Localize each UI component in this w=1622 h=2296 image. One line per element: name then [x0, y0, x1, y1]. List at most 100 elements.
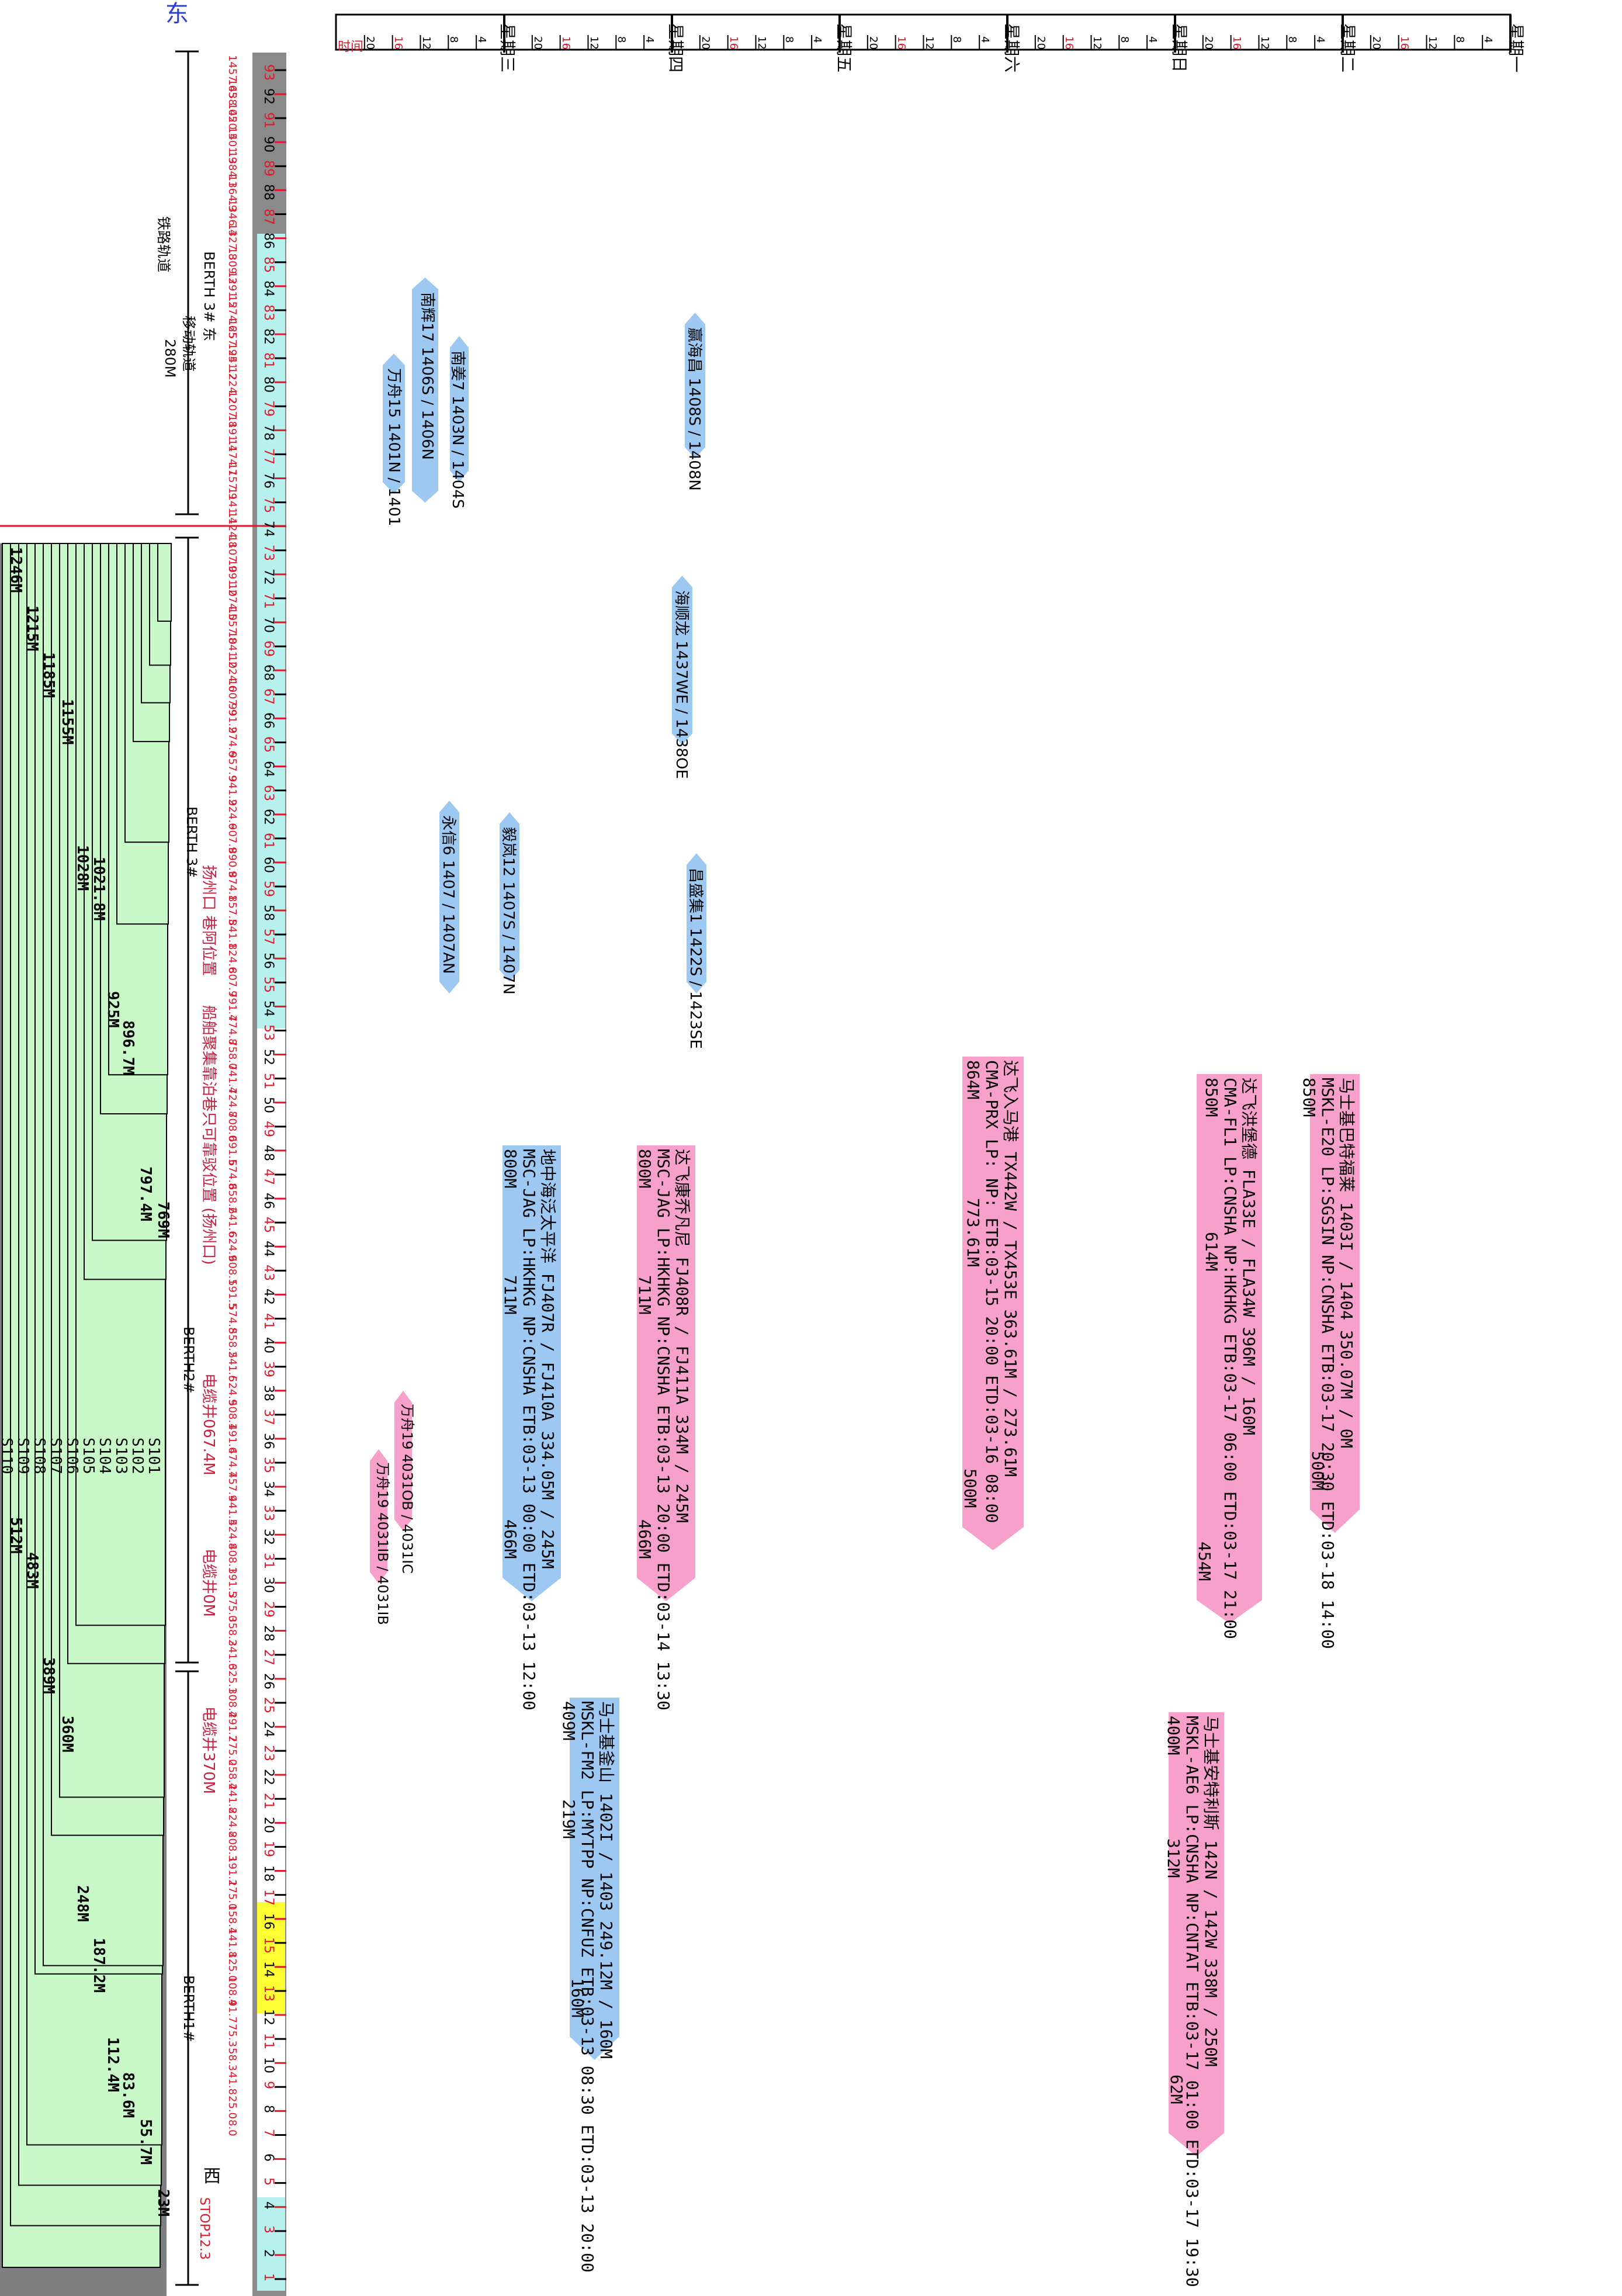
hour-label: 16: [1398, 36, 1410, 50]
berth3-east-label: BERTH 3# 东: [201, 251, 217, 341]
bollard-mark: 5: [261, 2177, 276, 2186]
vessel-pos1: 711M: [635, 1275, 654, 1315]
hour-label: 16: [391, 36, 404, 50]
blue-vessel-tag: [685, 313, 705, 459]
bollard-mark: 45: [261, 1217, 276, 1234]
time-axis-label: 时间: [338, 40, 364, 54]
bollard-mark: 10: [261, 2057, 276, 2074]
bollard-distance: 8.0: [226, 2120, 238, 2137]
track-label: 移动轨道: [181, 316, 197, 372]
bollard-mark: 37: [261, 1408, 276, 1425]
bollard-mark: 16: [261, 1913, 276, 1930]
bollard-distance: 58.3: [226, 2048, 238, 2072]
crane-id-label: S109: [14, 1438, 32, 1474]
bollard-mark: 38: [261, 1384, 276, 1401]
hour-label: 12: [420, 36, 432, 50]
hour-label: 20: [1202, 36, 1215, 50]
day-label-sat: 星期六: [1002, 23, 1021, 73]
vessel-block: [1310, 1074, 1360, 1533]
vessel-pos2: 454M: [1195, 1542, 1214, 1581]
ruler-yellow-highlight: [257, 1902, 285, 2013]
bollard-mark: 53: [261, 1024, 276, 1041]
wharf-note-e: 电缆井370M: [200, 1706, 217, 1795]
blue-vessel-label: 海顺龙 1437WE / 1438OE: [673, 590, 690, 779]
blue-vessel-tag: [450, 336, 469, 482]
vessel-pos1: 773.61M: [964, 1197, 983, 1267]
crane-length-label: 83.6M: [119, 2072, 137, 2118]
bollard-mark: 33: [261, 1505, 276, 1522]
bollard-mark: 32: [261, 1529, 276, 1546]
hour-label: 16: [727, 36, 740, 50]
day-label-wed: 星期三: [498, 23, 517, 73]
west-label: 西: [203, 2166, 221, 2187]
crane-length-label: 1185M: [40, 652, 57, 698]
hour-label: 8: [615, 36, 628, 43]
blue-vessel-label: 毅岚12 1407S / 1407N: [500, 827, 517, 995]
bollard-mark: 4: [261, 2201, 276, 2210]
day-separators: [363, 15, 1512, 53]
hour-label: 20: [867, 36, 879, 50]
crane-length-label: 1246M: [7, 547, 25, 593]
hour-label: 8: [1118, 36, 1131, 43]
bollard-mark: 75: [261, 496, 276, 513]
wharf-note-b: 船舶聚集靠泊巷只可靠驳位置 (扬州口): [200, 1005, 217, 1265]
bollard-mark: 49: [261, 1120, 276, 1137]
crane-length-label: 896.7M: [119, 1020, 137, 1075]
bollard-mark: 47: [261, 1169, 276, 1185]
vessel-name: 马士基巴特福莱 1403I / 1404 350.07M / 0M: [1337, 1078, 1356, 1449]
bollard-mark: 70: [261, 617, 276, 633]
bollard-mark: 36: [261, 1432, 276, 1449]
vessel-service: MSC-JAG LP:HKHKG NP:CNSHA ETB:03-13 20:0…: [654, 1149, 673, 1710]
bollard-mark: 84: [261, 280, 276, 297]
bollard-mark: 1: [261, 2273, 276, 2281]
blue-vessel-label: 赢海昌 1408S / 1408N: [685, 327, 703, 491]
bollard-mark: 24: [261, 1721, 276, 1737]
bollard-mark: 66: [261, 712, 276, 729]
bollard-mark: 29: [261, 1601, 276, 1618]
bollard-mark: 61: [261, 832, 276, 849]
vessel-length: 864M: [964, 1060, 983, 1100]
blue-vessel-tag: [383, 354, 405, 494]
crane-bar: [157, 543, 172, 622]
crane-id-label: S108: [30, 1438, 48, 1474]
hour-label: 8: [951, 36, 964, 43]
bollard-mark: 44: [261, 1241, 276, 1258]
bollard-mark: 76: [261, 472, 276, 489]
hour-label: 4: [1482, 36, 1495, 43]
vessel-name: 地中海泛太平洋 FJ407R / FJ410A 334.05M / 245M: [538, 1149, 557, 1569]
crane-length-label: 512M: [7, 1517, 25, 1554]
bollard-mark: 77: [261, 448, 276, 465]
crane-length-label: 483M: [23, 1552, 41, 1589]
bollard-mark: 93: [261, 64, 276, 81]
hour-label: 4: [1146, 36, 1159, 43]
bollard-distance: 91.7: [226, 2000, 238, 2024]
crane-length-label: 360M: [58, 1716, 76, 1753]
bollard-mark: 51: [261, 1072, 276, 1089]
bollard-mark: 67: [261, 688, 276, 705]
bollard-mark: 14: [261, 1961, 276, 1978]
bollard-mark: 41: [261, 1313, 276, 1329]
wharf-note-d: 电缆井0M: [200, 1549, 217, 1617]
vessel-length: 800M: [501, 1149, 520, 1189]
berth-brackets: [175, 50, 199, 2286]
crane-length-label: 187.2M: [90, 1938, 108, 1993]
bollard-mark: 2: [261, 2249, 276, 2257]
vessel-pos2: 160M: [568, 1978, 587, 2018]
bollard-mark: 18: [261, 1865, 276, 1882]
bollard-mark: 40: [261, 1336, 276, 1353]
crane-length-label: 55.7M: [137, 2119, 154, 2165]
bollard-mark: 28: [261, 1625, 276, 1642]
vessel-name: 达飞康乔凡尼 FJ408R / FJ411A 334M / 245M: [673, 1149, 692, 1523]
crane-id-label: S110: [0, 1438, 15, 1474]
bollard-mark: 56: [261, 953, 276, 969]
hour-label: 16: [895, 36, 907, 50]
hour-label: 16: [559, 36, 572, 50]
hour-label: 8: [783, 36, 796, 43]
bollard-mark: 48: [261, 1144, 276, 1161]
bollard-mark: 25: [261, 1696, 276, 1713]
bollard-distance: 75.3: [226, 2024, 238, 2048]
vessel-pos2: 466M: [501, 1519, 520, 1559]
bollard-mark: 11: [261, 2033, 276, 2050]
bollard-mark: 6: [261, 2153, 276, 2162]
crane-length-label: 389M: [40, 1657, 57, 1694]
